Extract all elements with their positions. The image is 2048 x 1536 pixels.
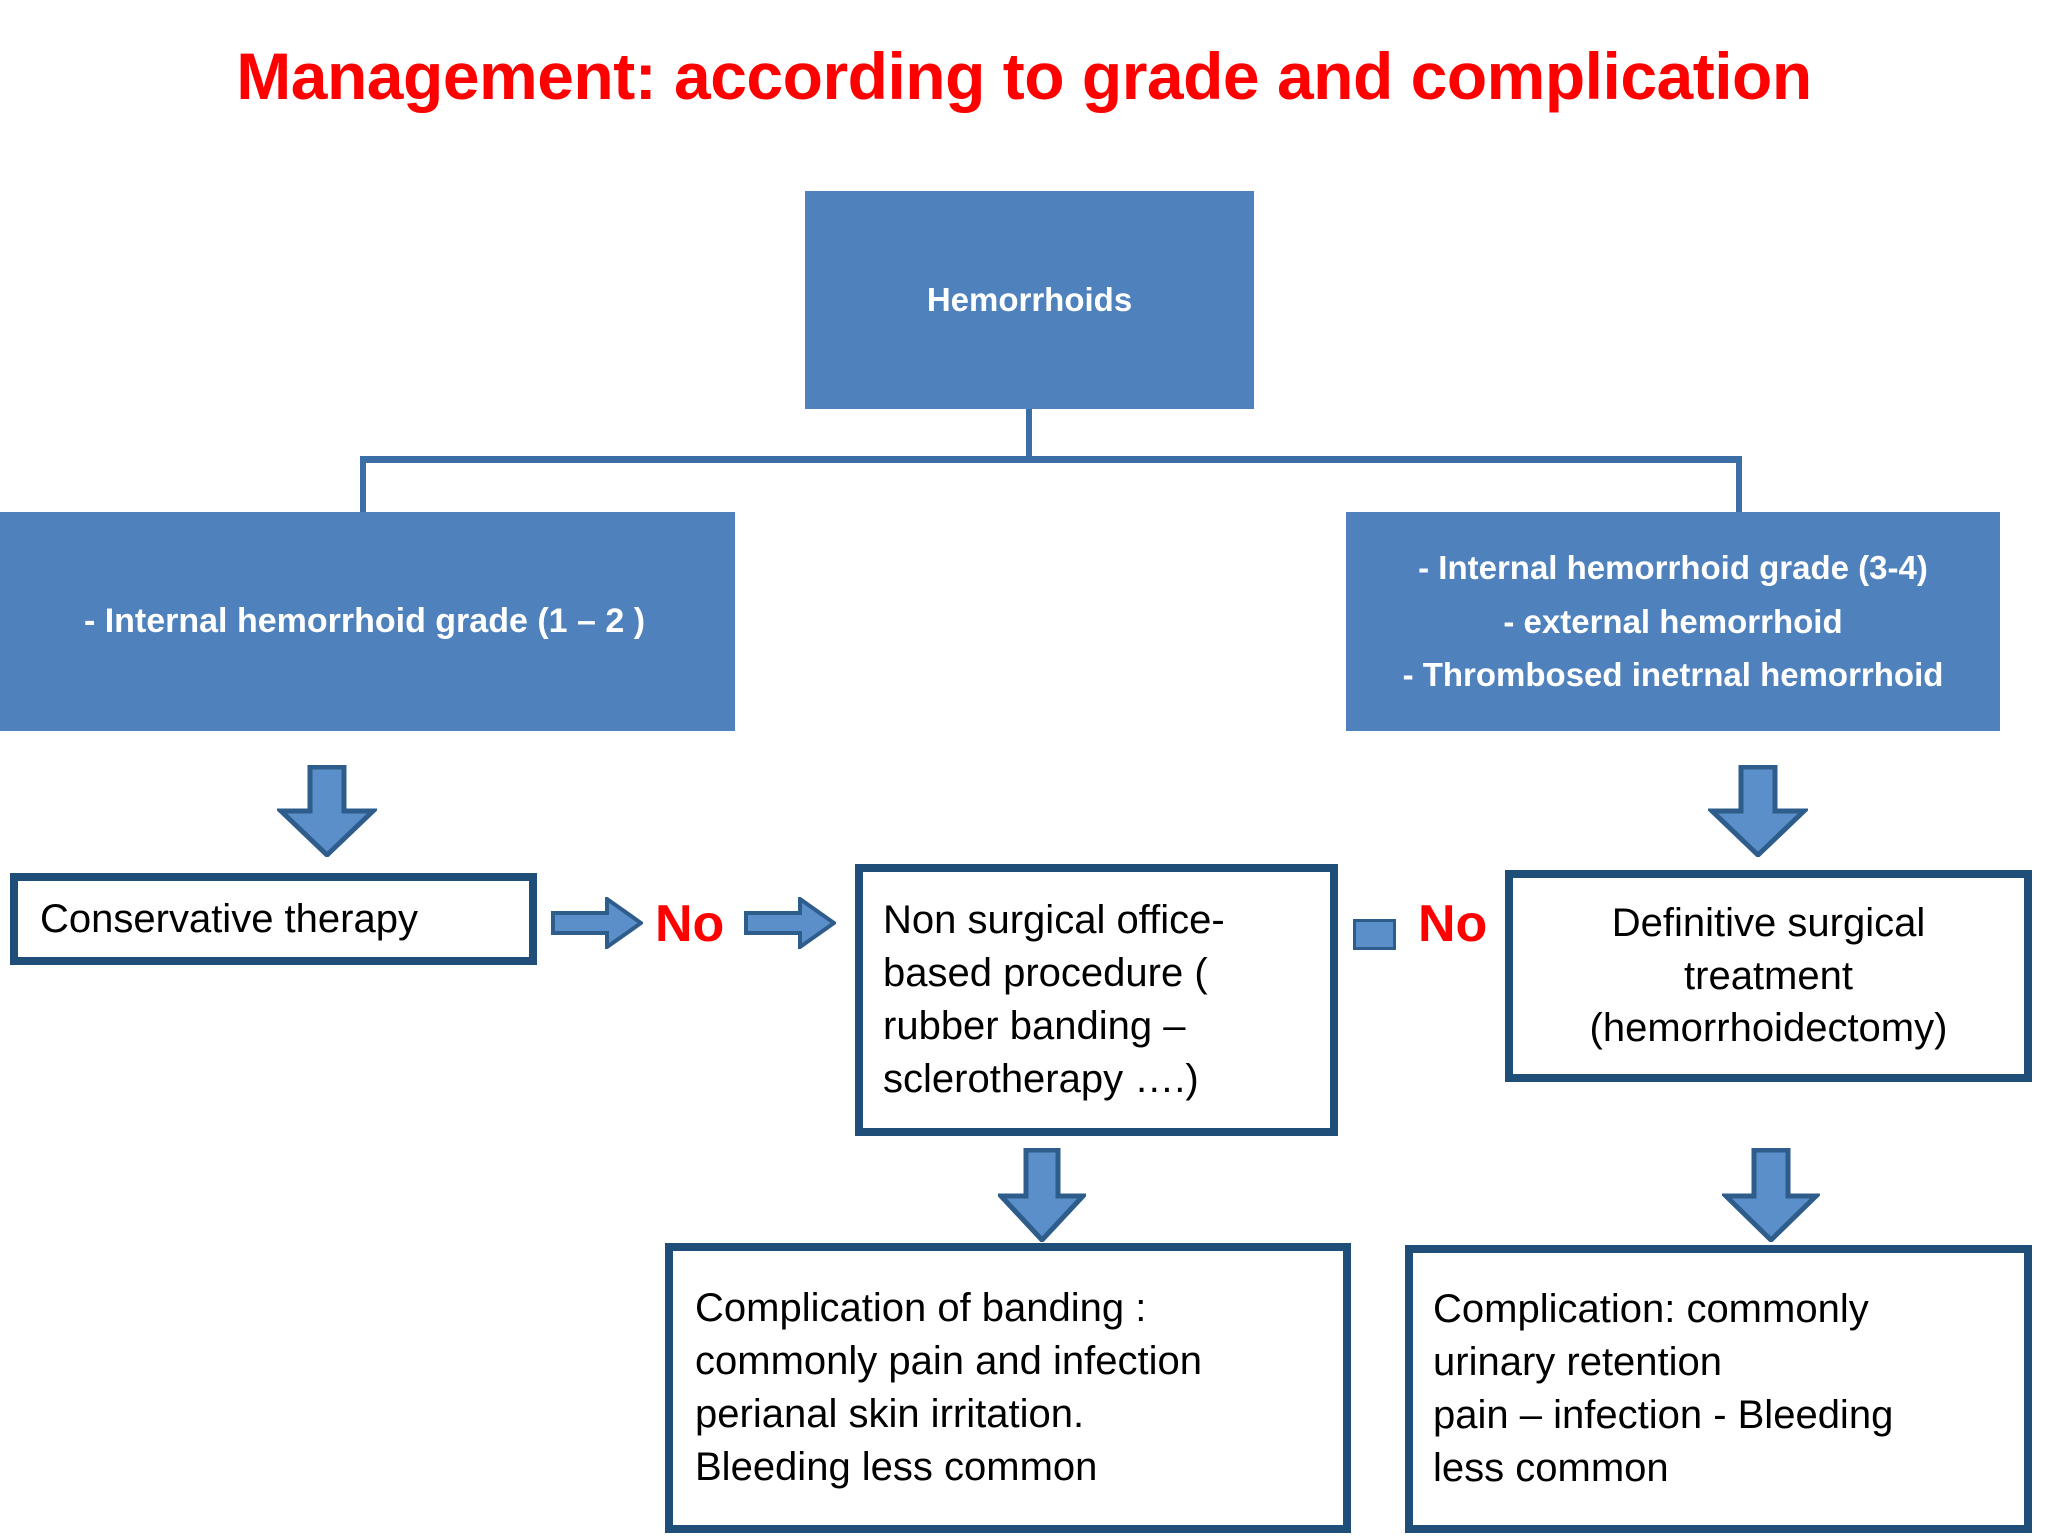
- node-non-surgical-procedure-line-1: Non surgical office-: [883, 898, 1225, 943]
- node-internal-grade-3-4-line-1: - Internal hemorrhoid grade (3-4): [1418, 548, 1928, 586]
- edge-label-no-2: No: [1418, 895, 1488, 953]
- node-non-surgical-procedure[interactable]: Non surgical office- based procedure ( r…: [855, 864, 1338, 1136]
- node-complication-banding-line-1: Complication of banding :: [695, 1286, 1147, 1331]
- page-title: Management: according to grade and compl…: [236, 39, 1812, 113]
- node-hemorrhoids[interactable]: Hemorrhoids: [805, 191, 1254, 409]
- node-complication-surgery-line-2: urinary retention: [1433, 1340, 1723, 1385]
- node-conservative-therapy-label: Conservative therapy: [40, 896, 418, 941]
- arrow-down-icon: [277, 765, 377, 857]
- node-complication-surgery-line-3: pain – infection - Bleeding: [1433, 1393, 1894, 1437]
- node-complication-banding[interactable]: Complication of banding : commonly pain …: [665, 1243, 1351, 1533]
- edge-label-no-1: No: [655, 895, 725, 953]
- node-hemorrhoids-label: Hemorrhoids: [926, 281, 1133, 319]
- node-complication-banding-line-4: Bleeding less common: [695, 1444, 1098, 1489]
- arrow-down-icon: [1708, 765, 1808, 857]
- node-internal-grade-3-4-line-3: - Thrombosed inetrnal hemorrhoid: [1402, 656, 1944, 694]
- node-internal-grade-1-2-line-1: - Internal hemorrhoid grade (1 – 2 ): [83, 601, 646, 640]
- node-complication-surgery-line-4: less common: [1433, 1445, 1669, 1490]
- node-non-surgical-procedure-line-4: sclerotherapy ….): [883, 1056, 1199, 1101]
- connector-left-drop: [360, 456, 366, 514]
- connector-right-drop: [1736, 456, 1742, 514]
- node-internal-grade-3-4[interactable]: - Internal hemorrhoid grade (3-4) - exte…: [1346, 512, 2000, 731]
- node-conservative-therapy[interactable]: Conservative therapy: [10, 873, 537, 965]
- node-definitive-surgical-treatment[interactable]: Definitive surgical treatment (hemorrhoi…: [1505, 870, 2032, 1082]
- node-internal-grade-3-4-line-2: - external hemorrhoid: [1503, 602, 1843, 640]
- node-internal-grade-1-2[interactable]: - Internal hemorrhoid grade (1 – 2 ): [0, 512, 735, 731]
- node-definitive-surgical-treatment-line-3: (hemorrhoidectomy): [1589, 1006, 1948, 1051]
- node-complication-surgery-line-1: Complication: commonly: [1433, 1287, 1869, 1332]
- node-complication-banding-line-2: commonly pain and infection: [695, 1339, 1202, 1384]
- node-complication-banding-line-3: perianal skin irritation.: [695, 1392, 1085, 1436]
- node-non-surgical-procedure-line-3: rubber banding –: [883, 1004, 1186, 1048]
- arrow-right-icon: [551, 897, 643, 949]
- node-definitive-surgical-treatment-line-1: Definitive surgical: [1611, 900, 1926, 945]
- connector-horizontal-bus: [360, 456, 1742, 463]
- arrow-right-icon: [744, 897, 836, 949]
- arrow-down-icon: [998, 1148, 1086, 1242]
- node-non-surgical-procedure-line-2: based procedure (: [883, 951, 1208, 996]
- node-complication-surgery[interactable]: Complication: commonly urinary retention…: [1405, 1245, 2032, 1533]
- node-definitive-surgical-treatment-line-2: treatment: [1684, 953, 1853, 998]
- arrow-down-icon: [1722, 1148, 1820, 1242]
- connector-stub-icon: [1353, 919, 1396, 950]
- connector-root-vertical: [1026, 409, 1032, 461]
